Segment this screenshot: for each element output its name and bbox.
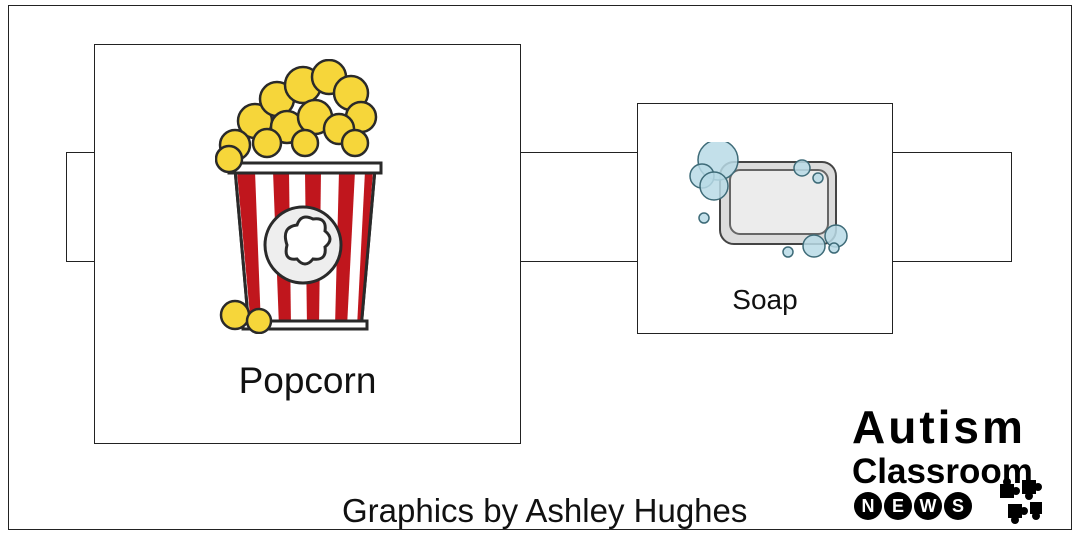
soap-label: Soap xyxy=(732,284,798,315)
card-popcorn[interactable]: Popcorn xyxy=(94,44,521,444)
logo-line1: Autism xyxy=(852,401,1026,453)
logo-news-letter: S xyxy=(944,492,972,520)
card-soap[interactable]: Soap xyxy=(637,103,893,334)
logo-news-letter: W xyxy=(914,492,942,520)
puzzle-piece-icon xyxy=(1000,478,1042,524)
soap-icon xyxy=(689,142,848,258)
logo-news-letter: E xyxy=(884,492,912,520)
popcorn-icon xyxy=(215,59,383,334)
popcorn-label: Popcorn xyxy=(238,360,377,401)
graphics-credit: Graphics by Ashley Hughes xyxy=(342,492,748,529)
logo-news-letter: N xyxy=(854,492,882,520)
